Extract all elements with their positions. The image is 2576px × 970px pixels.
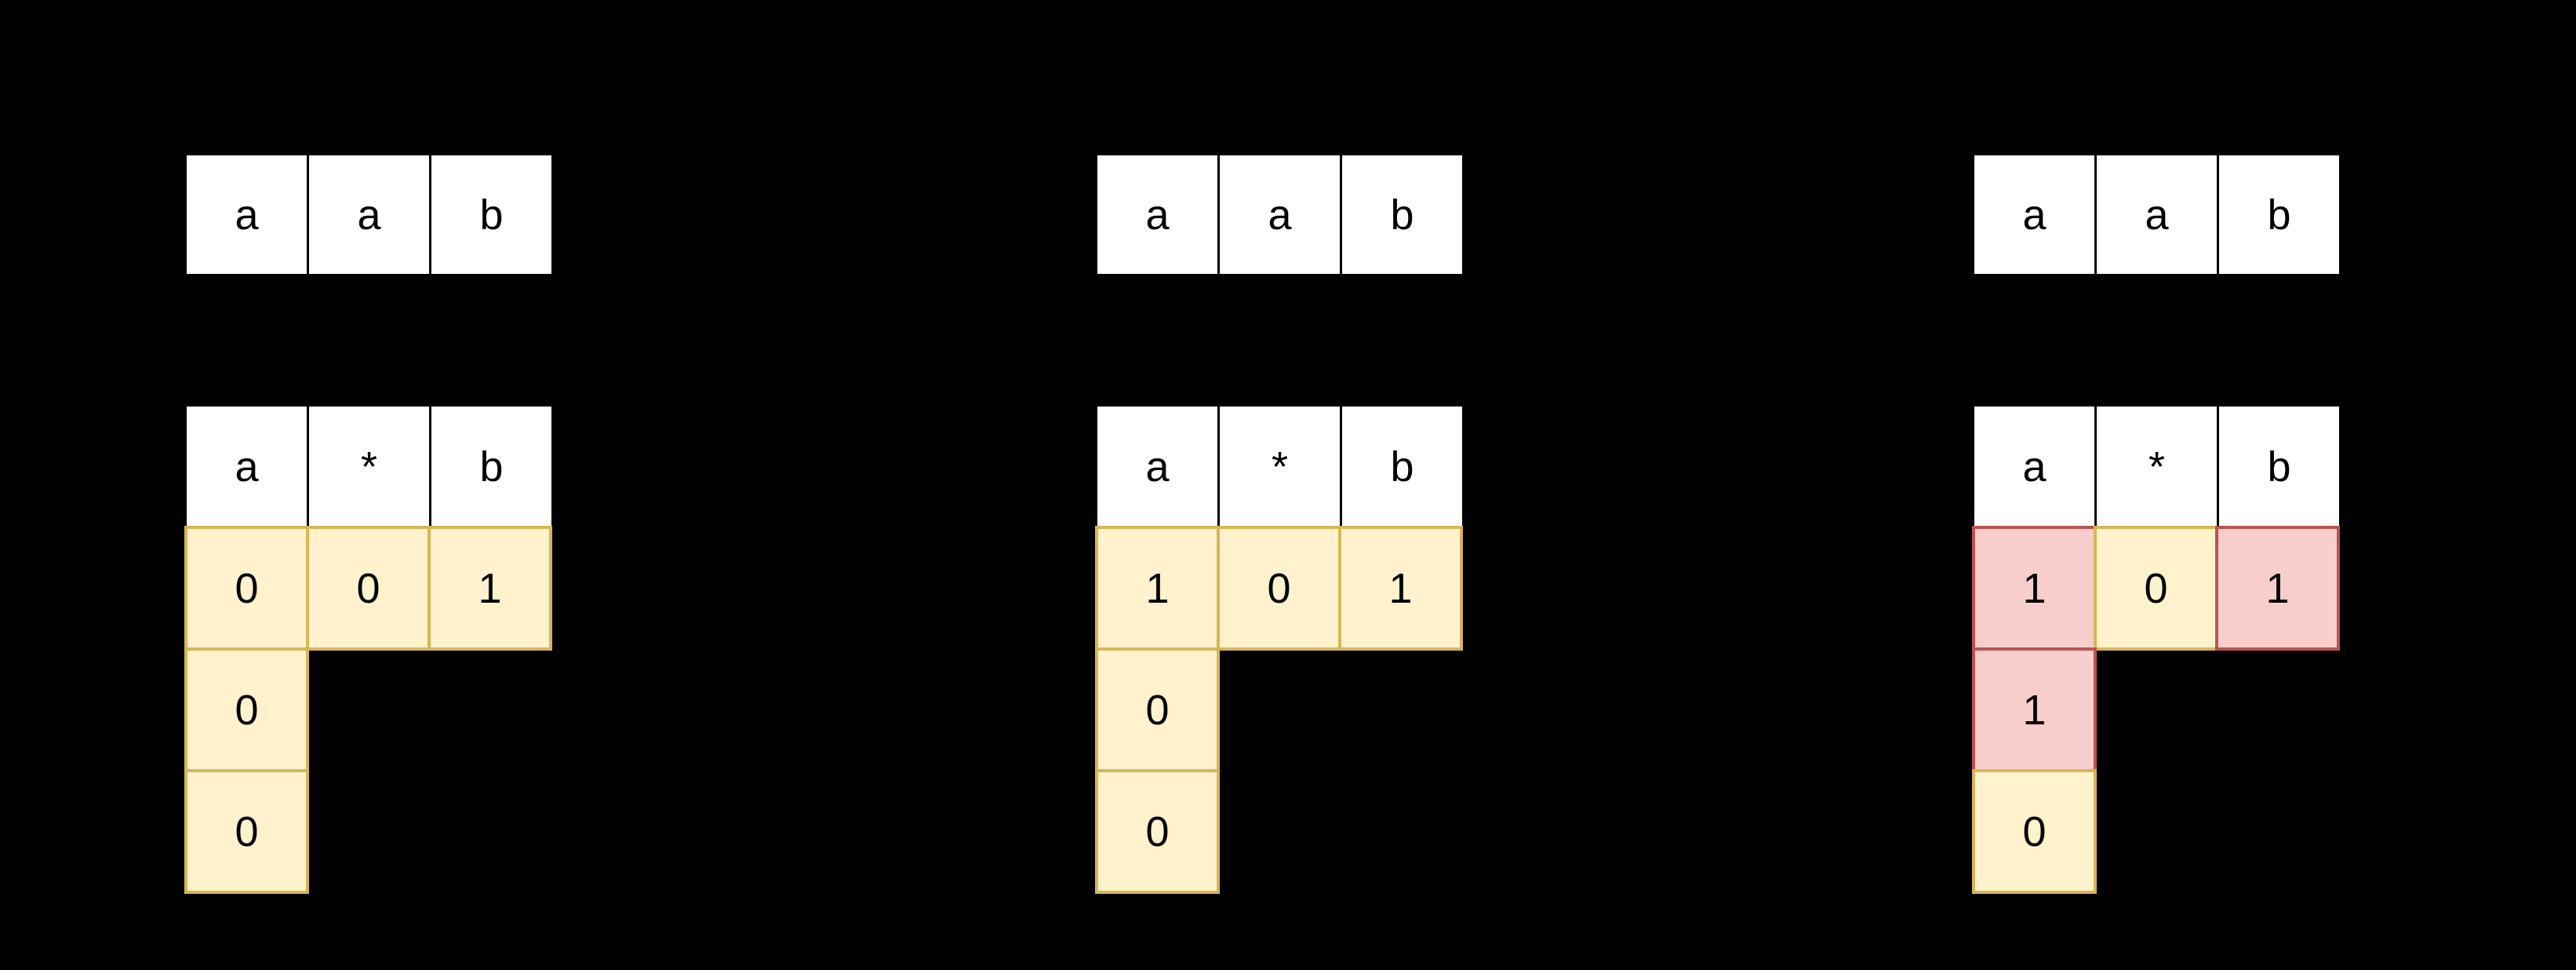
pattern-header-cell: a [1972, 404, 2097, 529]
dp-first-col-row: 1 [1972, 647, 2341, 772]
string-cell-label: b [1390, 191, 1414, 239]
string-cell-label: a [1268, 191, 1292, 239]
dp-first-row: 1 0 1 [1095, 526, 1464, 651]
dp-cell: 1 [1095, 526, 1220, 651]
string-cell: b [2217, 153, 2341, 276]
string-cell: a [1217, 153, 1342, 276]
string-cell: a [184, 153, 309, 276]
dp-cell: 0 [306, 526, 431, 651]
dp-cell-value: 1 [2265, 564, 2290, 612]
string-cell-label: a [2022, 191, 2047, 239]
string-row: a a b [1972, 153, 2341, 276]
dp-cell: 1 [2215, 526, 2340, 651]
string-cell: a [1095, 153, 1220, 276]
string-cell-label: a [2145, 191, 2169, 239]
string-cell: a [2094, 153, 2219, 276]
pattern-header-label: * [1271, 443, 1288, 490]
dp-cell-value: 0 [235, 686, 259, 734]
pattern-header-label: b [1390, 443, 1414, 490]
dp-first-col-row: 0 [1972, 769, 2341, 894]
pattern-header-cell: * [1217, 404, 1342, 529]
string-cell: b [429, 153, 554, 276]
pattern-header-cell: a [1095, 404, 1220, 529]
dp-first-col-row: 0 [184, 647, 554, 772]
dp-cell: 0 [1095, 769, 1220, 894]
dp-cell-value: 0 [235, 564, 259, 612]
string-cell-label: b [2267, 191, 2291, 239]
pattern-header-label: a [1145, 443, 1170, 490]
pattern-header-row: a * b [184, 404, 554, 529]
pattern-header-cell: b [429, 404, 554, 529]
dp-first-col-row: 0 [1095, 769, 1464, 894]
dp-first-col-row: 0 [184, 769, 554, 894]
string-row: a a b [184, 153, 554, 276]
dp-table: a * b 0 0 1 0 0 [184, 404, 554, 894]
pattern-header-label: a [2022, 443, 2047, 490]
string-cell-label: a [235, 191, 259, 239]
dp-cell: 1 [1972, 647, 2097, 772]
string-cell: a [1972, 153, 2097, 276]
dp-cell-value: 0 [235, 808, 259, 855]
pattern-header-cell: b [1340, 404, 1464, 529]
string-cell-label: a [1145, 191, 1170, 239]
dp-cell: 1 [1972, 526, 2097, 651]
dp-cell: 1 [1338, 526, 1463, 651]
dp-first-row: 0 0 1 [184, 526, 554, 651]
dp-cell: 0 [2094, 526, 2218, 651]
string-cell: a [307, 153, 431, 276]
dp-cell: 1 [428, 526, 552, 651]
pattern-header-label: b [479, 443, 504, 490]
dp-cell-value: 1 [1145, 564, 1170, 612]
pattern-header-row: a * b [1095, 404, 1464, 529]
dp-cell-value: 0 [1267, 564, 1291, 612]
pattern-header-label: a [235, 443, 259, 490]
dp-cell-value: 1 [478, 564, 502, 612]
dp-cell: 0 [1972, 769, 2097, 894]
dp-cell: 0 [184, 769, 309, 894]
string-cell-label: a [357, 191, 381, 239]
dp-first-col-row: 0 [1095, 647, 1464, 772]
dp-cell: 0 [1095, 647, 1220, 772]
dp-cell-value: 1 [1388, 564, 1413, 612]
dp-cell-value: 1 [2022, 564, 2047, 612]
pattern-header-cell: b [2217, 404, 2341, 529]
dp-cell: 0 [184, 647, 309, 772]
dp-table: a * b 1 0 1 1 0 [1972, 404, 2341, 894]
dp-cell-value: 0 [2144, 564, 2168, 612]
dp-cell: 0 [184, 526, 309, 651]
string-row: a a b [1095, 153, 1464, 276]
pattern-header-label: * [2148, 443, 2165, 490]
dp-cell: 0 [1217, 526, 1341, 651]
string-cell: b [1340, 153, 1464, 276]
pattern-header-label: b [2267, 443, 2291, 490]
dp-cell-value: 1 [2022, 686, 2047, 734]
dp-table: a * b 1 0 1 0 0 [1095, 404, 1464, 894]
pattern-header-cell: * [2094, 404, 2219, 529]
dp-cell-value: 0 [1145, 808, 1170, 855]
dp-cell-value: 0 [356, 564, 380, 612]
dp-first-row: 1 0 1 [1972, 526, 2341, 651]
dp-cell-value: 0 [2022, 808, 2047, 855]
pattern-header-cell: a [184, 404, 309, 529]
pattern-header-row: a * b [1972, 404, 2341, 529]
pattern-header-cell: * [307, 404, 431, 529]
pattern-header-label: * [360, 443, 377, 490]
dp-cell-value: 0 [1145, 686, 1170, 734]
string-cell-label: b [479, 191, 504, 239]
